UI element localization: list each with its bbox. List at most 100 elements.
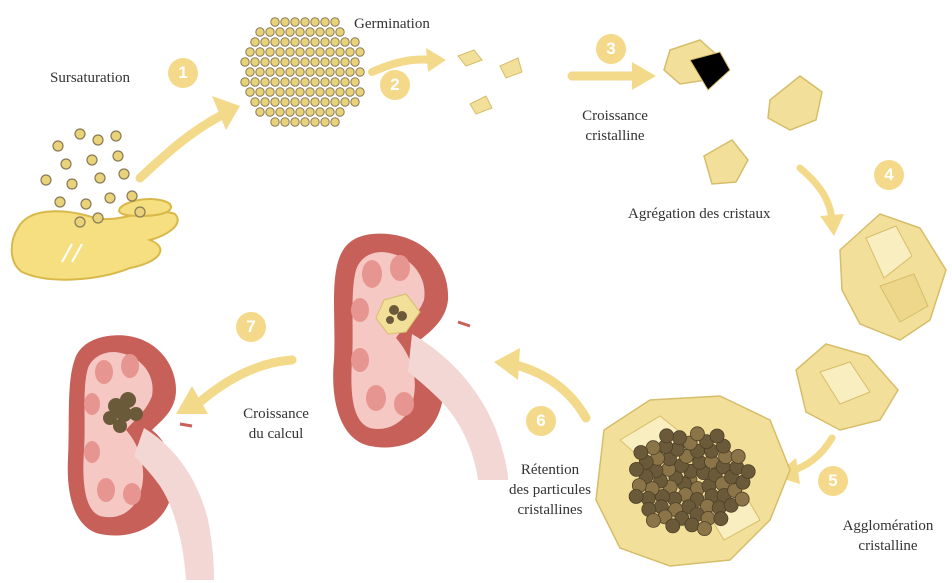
cluster-dot xyxy=(306,68,314,76)
particle-dot xyxy=(127,191,137,201)
stone-ball xyxy=(710,429,724,443)
cluster-dot xyxy=(316,68,324,76)
stone-ball xyxy=(660,429,674,443)
cluster-dot xyxy=(291,58,299,66)
cluster-dot xyxy=(301,98,309,106)
cluster-dot xyxy=(336,28,344,36)
cluster-dot xyxy=(341,98,349,106)
particle-dot xyxy=(113,151,123,161)
cluster-dot xyxy=(296,108,304,116)
label-croissance-calcul-line2: du calcul xyxy=(228,424,324,444)
step-7-badge: 7 xyxy=(236,312,266,342)
cluster-dot xyxy=(301,58,309,66)
cluster-dot xyxy=(356,48,364,56)
label-germination: Germination xyxy=(354,14,430,34)
particle-dot xyxy=(87,155,97,165)
cluster-dot xyxy=(251,38,259,46)
cluster-dot xyxy=(281,78,289,86)
cluster-dot xyxy=(246,48,254,56)
cluster-dot xyxy=(246,68,254,76)
stone-ball xyxy=(690,427,704,441)
cluster-dot xyxy=(326,48,334,56)
cluster-dot xyxy=(336,88,344,96)
cluster-dot xyxy=(316,48,324,56)
crystal-aggregate xyxy=(840,214,946,340)
label-croissance-cristalline-line2: cristalline xyxy=(560,126,670,146)
particle-dot xyxy=(81,199,91,209)
cluster-dot xyxy=(356,88,364,96)
kidney-with-stone xyxy=(68,335,214,580)
cluster-dot xyxy=(286,88,294,96)
cluster-dot xyxy=(326,88,334,96)
label-agglomeration-line2: cristalline xyxy=(832,536,944,556)
particle-dot xyxy=(67,179,77,189)
arrow-step-1 xyxy=(140,96,240,178)
cluster-dot xyxy=(331,98,339,106)
cluster-dot xyxy=(311,38,319,46)
cluster-dot xyxy=(266,68,274,76)
cluster-dot xyxy=(341,58,349,66)
cluster-dot xyxy=(266,28,274,36)
step-2-badge: 2 xyxy=(380,70,410,100)
label-retention-line1: Rétention xyxy=(490,460,610,480)
stone-ball xyxy=(629,490,643,504)
cluster-dot xyxy=(351,58,359,66)
label-croissance-calcul-line1: Croissance xyxy=(228,404,324,424)
cluster-dot xyxy=(296,48,304,56)
cluster-dot xyxy=(301,78,309,86)
cluster-dot xyxy=(241,58,249,66)
cluster-dot xyxy=(331,78,339,86)
cluster-dot xyxy=(261,78,269,86)
cluster-dot xyxy=(291,18,299,26)
cluster-dot xyxy=(291,118,299,126)
cluster-dot xyxy=(286,28,294,36)
particle-dot xyxy=(61,159,71,169)
label-agregation: Agrégation des cristaux xyxy=(628,204,770,224)
arrow-step-3 xyxy=(572,62,656,90)
cluster-dot xyxy=(311,78,319,86)
cluster-dot xyxy=(261,58,269,66)
cluster-dot xyxy=(301,38,309,46)
cluster-dot xyxy=(281,58,289,66)
particle-dot xyxy=(41,175,51,185)
stone-ball xyxy=(666,519,680,533)
cluster-dot xyxy=(316,28,324,36)
cluster-dot xyxy=(306,88,314,96)
stone-ball xyxy=(741,465,755,479)
label-croissance-cristalline: Croissance cristalline xyxy=(560,106,670,146)
cluster-dot xyxy=(341,38,349,46)
cluster-dot xyxy=(311,98,319,106)
cluster-dot xyxy=(331,18,339,26)
cluster-dot xyxy=(291,98,299,106)
label-agglomeration-line1: Agglomération xyxy=(832,516,944,536)
cluster-dot xyxy=(311,18,319,26)
cluster-dot xyxy=(341,78,349,86)
cluster-dot xyxy=(346,48,354,56)
particle-dot xyxy=(55,197,65,207)
cluster-dot xyxy=(276,48,284,56)
supersaturated-solution xyxy=(12,199,178,280)
cluster-dot xyxy=(276,88,284,96)
cluster-dot xyxy=(256,28,264,36)
cluster-dot xyxy=(311,118,319,126)
cluster-dot xyxy=(306,108,314,116)
stone-ball xyxy=(698,522,712,536)
cluster-dot xyxy=(311,58,319,66)
cluster-dot xyxy=(286,48,294,56)
cluster-dot xyxy=(266,88,274,96)
particle-dot xyxy=(93,135,103,145)
cluster-dot xyxy=(321,98,329,106)
cluster-dot xyxy=(246,88,254,96)
stone-ball xyxy=(731,449,745,463)
cluster-dot xyxy=(271,38,279,46)
cluster-dot xyxy=(301,18,309,26)
arrow-step-4 xyxy=(800,168,844,236)
cluster-dot xyxy=(306,28,314,36)
particle-dot xyxy=(135,207,145,217)
cluster-dot xyxy=(271,118,279,126)
label-croissance-du-calcul: Croissance du calcul xyxy=(228,404,324,444)
crystal-agglomerate xyxy=(796,344,898,430)
particle-dot xyxy=(111,131,121,141)
cluster-dot xyxy=(331,58,339,66)
